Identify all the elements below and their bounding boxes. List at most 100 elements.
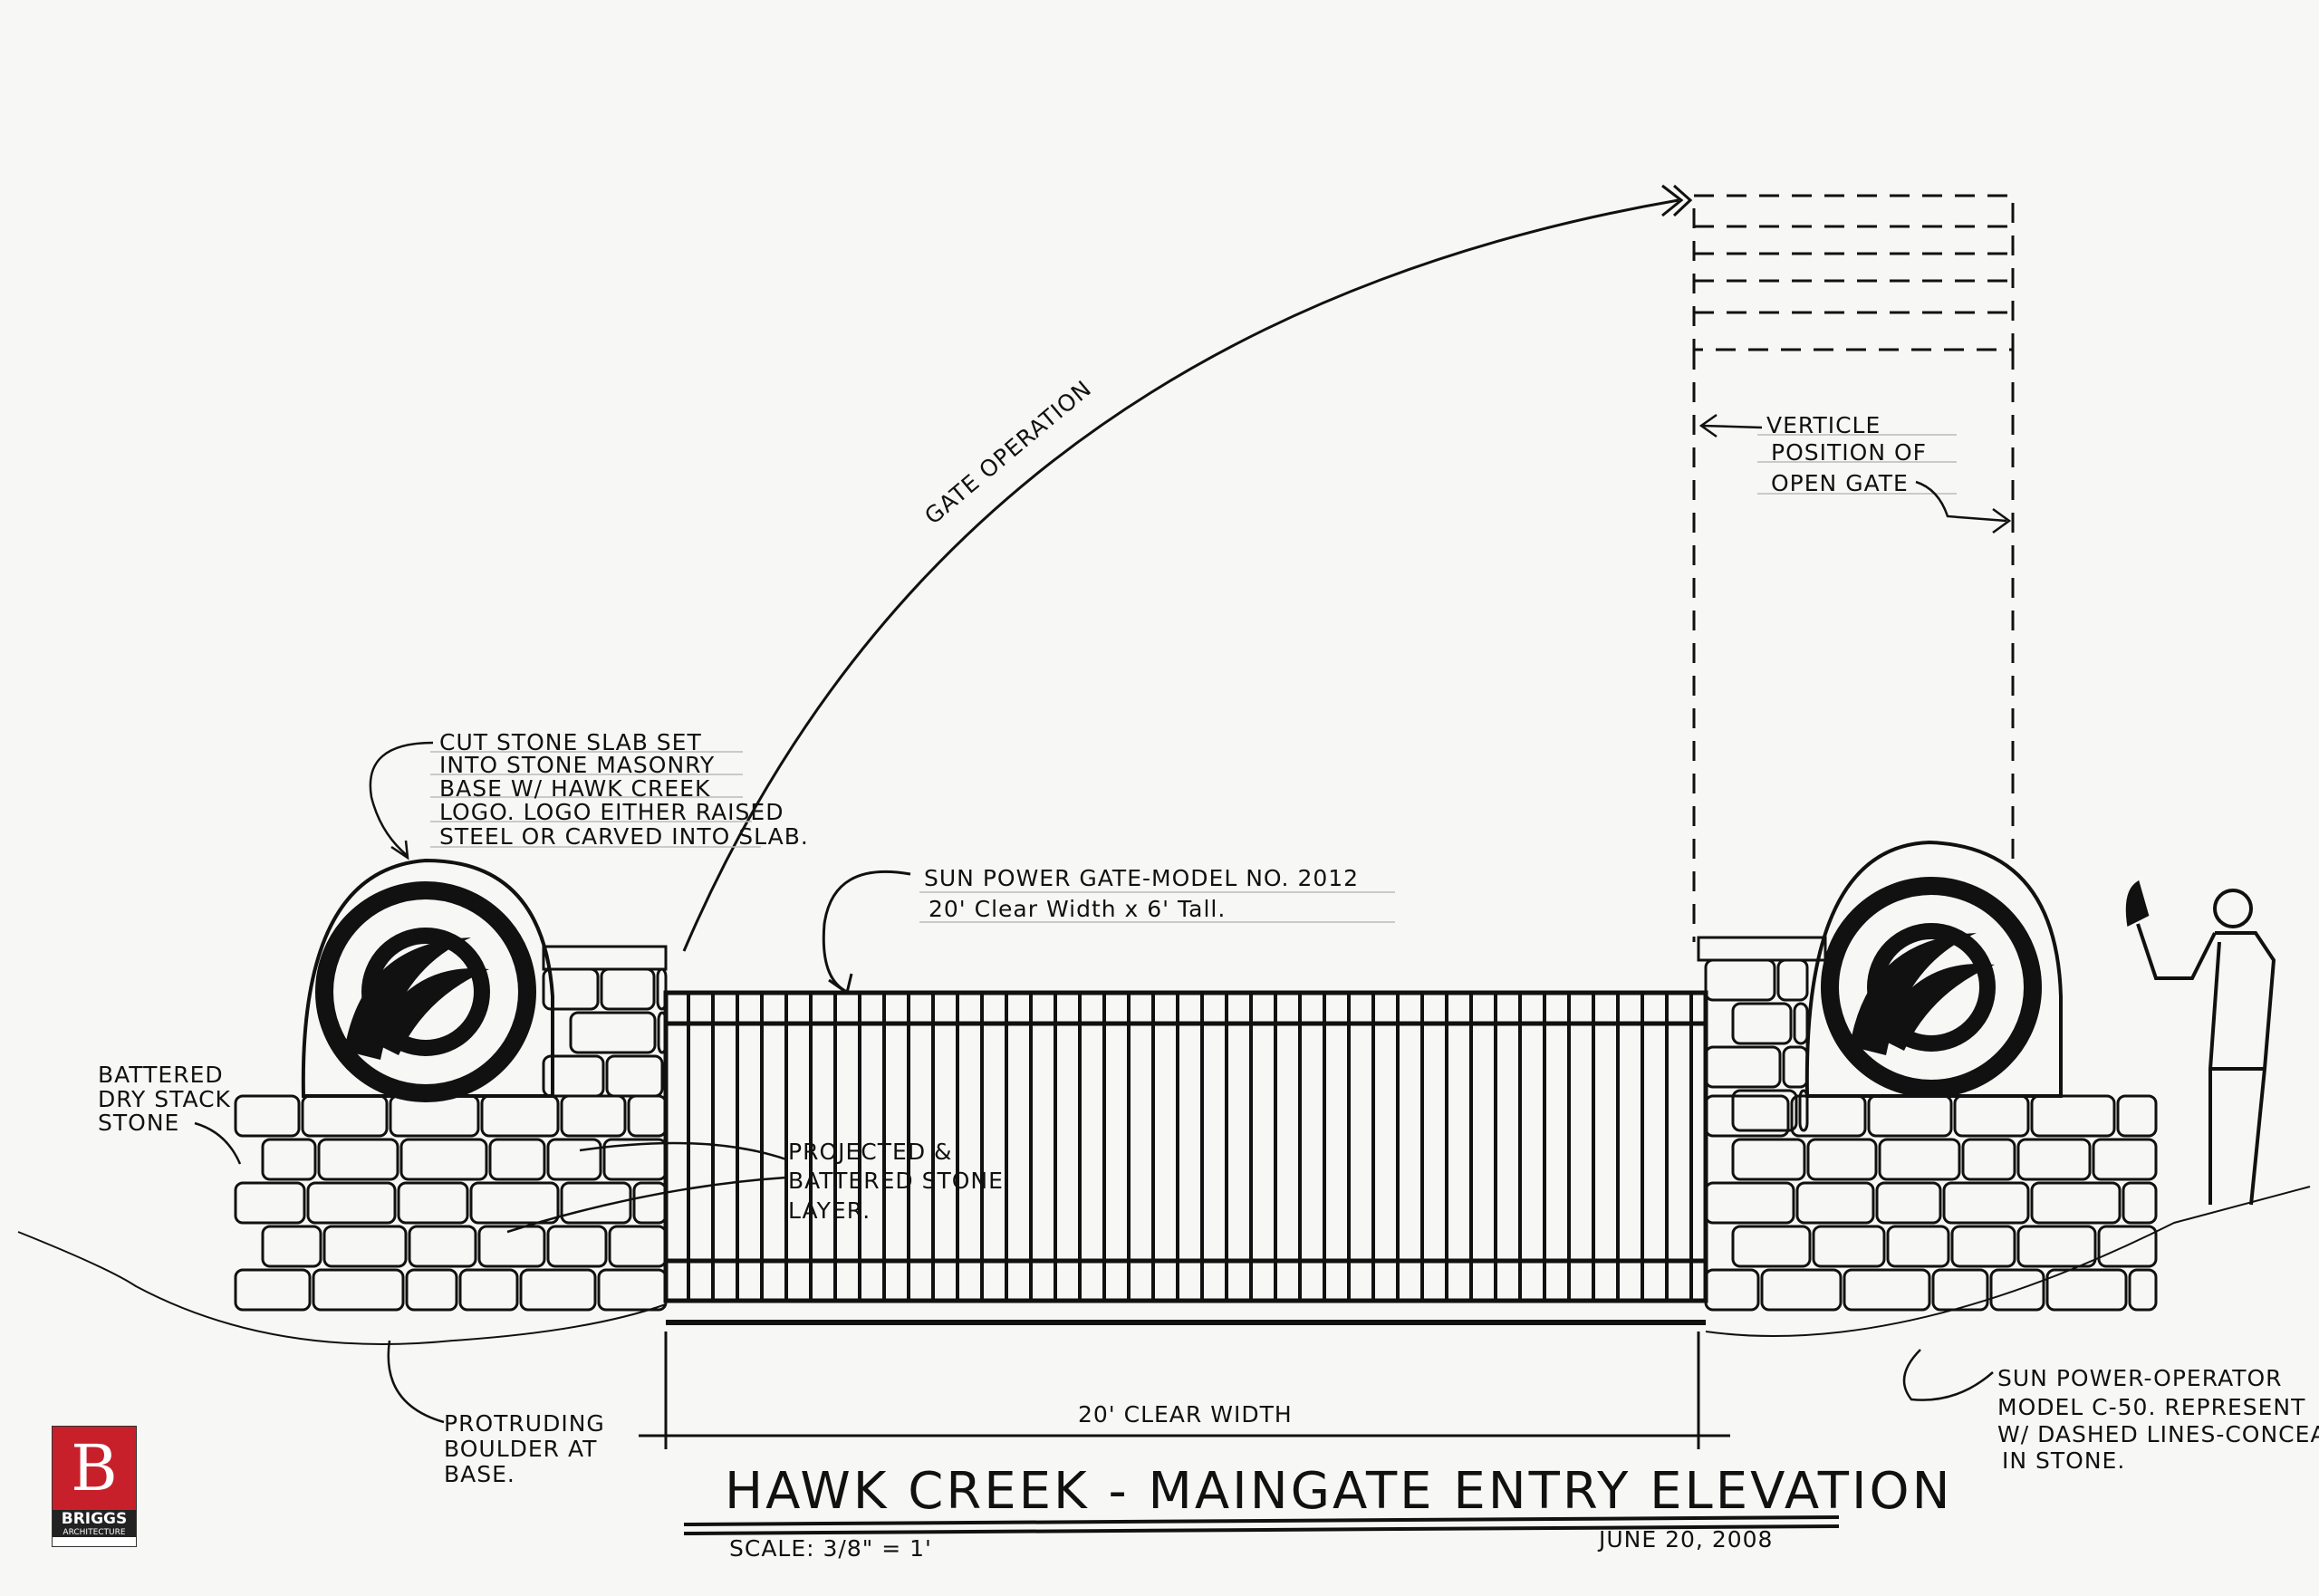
stone <box>234 1268 312 1312</box>
stone <box>458 1268 519 1312</box>
stone <box>399 1138 488 1181</box>
svg-text:20' Clear Width x 6' Tall.: 20' Clear Width x 6' Tall. <box>929 896 1226 922</box>
gate-operation-label: GATE OPERATION <box>919 375 1096 529</box>
stone <box>569 1011 657 1054</box>
stone <box>1704 958 1776 1002</box>
svg-text:20' CLEAR WIDTH: 20' CLEAR WIDTH <box>1078 1401 1293 1428</box>
svg-text:SUN POWER GATE-MODEL NO. 2012: SUN POWER GATE-MODEL NO. 2012 <box>924 865 1359 891</box>
stone <box>477 1225 546 1268</box>
cut-stone-note: CUT STONE SLAB SET INTO STONE MASONRY BA… <box>369 729 808 860</box>
projected-stone-note: PROJECTED & BATTERED STONE LAYER. <box>506 1139 1004 1234</box>
stone <box>2045 1268 2128 1312</box>
boulder-note: PROTRUDING BOULDER AT BASE. <box>387 1340 605 1487</box>
stone <box>1704 1045 1782 1089</box>
svg-text:MODEL C-50. REPRESENT: MODEL C-50. REPRESENT <box>1997 1394 2305 1420</box>
svg-text:BATTERED: BATTERED <box>98 1062 224 1088</box>
stone <box>1704 1181 1795 1225</box>
stone <box>1953 1094 2030 1138</box>
stone <box>560 1094 627 1138</box>
stone <box>560 1181 632 1225</box>
stone <box>1886 1225 1950 1268</box>
open-gate-dashed-outline <box>1692 194 2015 942</box>
logo-name: BRIGGS <box>53 1510 136 1528</box>
stone <box>2122 1181 2158 1225</box>
title-block: HAWK CREEK - MAINGATE ENTRY ELEVATION SC… <box>683 1462 1953 1562</box>
stone <box>1731 1089 1798 1132</box>
svg-text:BASE W/ HAWK CREEK: BASE W/ HAWK CREEK <box>439 775 710 802</box>
hawk-logo-left <box>315 881 536 1102</box>
stone <box>322 1225 408 1268</box>
svg-text:PROJECTED &: PROJECTED & <box>788 1139 953 1165</box>
stone <box>656 967 668 1011</box>
stone <box>234 1094 301 1138</box>
stone <box>469 1181 560 1225</box>
stone <box>317 1138 399 1181</box>
svg-text:INTO STONE MASONRY: INTO STONE MASONRY <box>439 752 715 778</box>
stone <box>1793 1002 1809 1045</box>
stone <box>1790 1094 1867 1138</box>
stone <box>1806 1138 1878 1181</box>
stone <box>1878 1138 1961 1181</box>
stone <box>408 1225 477 1268</box>
gate-callout-leader <box>822 870 911 995</box>
svg-text:STONE: STONE <box>98 1110 179 1136</box>
stone <box>600 967 656 1011</box>
stone <box>2116 1094 2158 1138</box>
svg-text:POSITION OF: POSITION OF <box>1771 439 1927 466</box>
human-figure <box>2125 880 2276 1206</box>
stone <box>234 1181 306 1225</box>
stone <box>1760 1268 1843 1312</box>
stone <box>312 1268 405 1312</box>
svg-text:LAYER.: LAYER. <box>788 1197 871 1224</box>
right-stone-pillar <box>1697 840 2311 1337</box>
stone <box>542 1054 605 1098</box>
stone <box>546 1225 608 1268</box>
stone <box>608 1225 668 1268</box>
stone <box>2092 1138 2158 1181</box>
operator-note: SUN POWER-OPERATOR MODEL C-50. REPRESENT… <box>1902 1349 2319 1474</box>
hawk-logo-right <box>1821 877 2042 1098</box>
stone <box>1961 1138 2016 1181</box>
svg-text:IN STONE.: IN STONE. <box>2002 1447 2125 1474</box>
stone <box>1798 1089 1809 1132</box>
stone <box>1867 1094 1953 1138</box>
stone <box>627 1094 668 1138</box>
stone <box>1731 1002 1793 1045</box>
stone <box>2097 1225 2158 1268</box>
stone <box>657 1011 668 1054</box>
stone <box>1704 1268 1760 1312</box>
stone <box>306 1181 397 1225</box>
stone <box>2030 1181 2122 1225</box>
gate-operation-arc <box>682 198 1679 952</box>
drawing-date: JUNE 20, 2008 <box>1597 1526 1773 1553</box>
stone <box>2016 1225 2097 1268</box>
stone <box>1776 958 1809 1002</box>
svg-text:BATTERED STONE: BATTERED STONE <box>788 1168 1004 1194</box>
stone <box>602 1138 668 1181</box>
stone <box>1950 1225 2016 1268</box>
stone <box>1942 1181 2030 1225</box>
stone <box>397 1181 469 1225</box>
arc-arrowhead <box>1661 184 1693 217</box>
stone <box>1782 1045 1809 1089</box>
stone <box>546 1138 602 1181</box>
svg-text:BASE.: BASE. <box>444 1461 515 1487</box>
svg-text:DRY STACK: DRY STACK <box>98 1086 231 1112</box>
svg-text:OPEN GATE: OPEN GATE <box>1771 470 1909 496</box>
stone <box>2016 1138 2092 1181</box>
stone <box>2128 1268 2158 1312</box>
stone <box>301 1094 389 1138</box>
svg-text:W/ DASHED LINES-CONCEA: W/ DASHED LINES-CONCEA <box>1997 1421 2319 1447</box>
stone <box>1843 1268 1931 1312</box>
stone <box>1731 1138 1806 1181</box>
stone <box>1931 1268 1989 1312</box>
battered-stone-note: BATTERED DRY STACK STONE <box>98 1062 242 1165</box>
stone <box>1704 1094 1790 1138</box>
sliding-gate <box>663 990 1708 1325</box>
stone <box>405 1268 458 1312</box>
svg-text:PROTRUDING: PROTRUDING <box>444 1410 605 1437</box>
stone <box>1989 1268 2045 1312</box>
drawing-title: HAWK CREEK - MAINGATE ENTRY ELEVATION <box>725 1462 1953 1521</box>
clear-width-dimension: 20' CLEAR WIDTH <box>639 1332 1730 1449</box>
